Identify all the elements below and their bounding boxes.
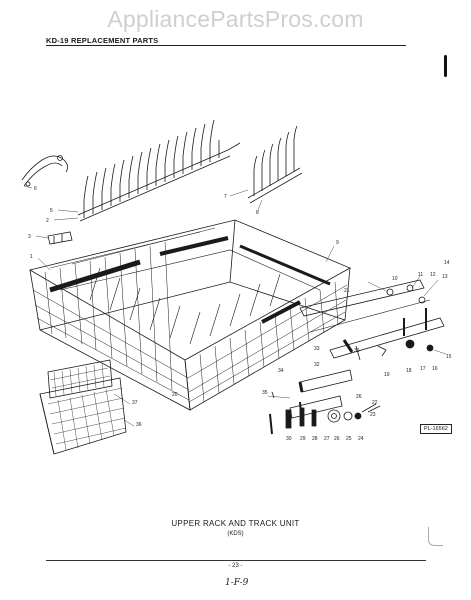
callout-9: 9 — [336, 240, 339, 246]
handwritten-note: 1-F-9 — [225, 578, 249, 588]
callout-35: 35 — [262, 390, 268, 396]
callout-10: 10 — [392, 276, 398, 282]
callout-36: 36 — [136, 422, 142, 428]
callout-3: 3 — [28, 234, 31, 240]
callout-7: 7 — [224, 194, 227, 200]
callout-26: 26 — [356, 394, 362, 400]
callout-14: 14 — [444, 260, 450, 266]
callout-23: 23 — [370, 412, 376, 418]
callout-19: 19 — [384, 372, 390, 378]
callout-30: 30 — [286, 436, 292, 442]
part-short-tine-row-shape — [247, 125, 303, 204]
callout-24: 24 — [358, 436, 364, 442]
callout-29: 29 — [300, 436, 306, 442]
watermark: AppliancePartsPros.com — [107, 6, 364, 32]
rack-basket-shape — [28, 219, 351, 411]
callout-8: 8 — [256, 210, 259, 216]
callout-17: 17 — [420, 366, 426, 372]
callout-33: 33 — [314, 346, 320, 352]
callout-main: 1 — [30, 254, 33, 260]
callout-34: 34 — [278, 368, 284, 374]
callout-12: 12 — [430, 272, 436, 278]
hardware-row-shape — [285, 403, 381, 429]
callout-11: 11 — [418, 272, 423, 278]
track-assembly-shape — [299, 279, 445, 361]
part-small-clip-shape — [47, 231, 73, 245]
silverware-basket-shape — [39, 359, 127, 455]
callout-28: 28 — [312, 436, 318, 442]
callout-20: 20 — [172, 392, 178, 398]
callout-labels: 6 5 2 3 1 7 8 9 14 10 11 12 13 15 16 17 … — [28, 186, 452, 442]
leader-lines — [23, 185, 447, 427]
callout-22: 22 — [372, 400, 378, 406]
callout-13: 13 — [442, 274, 448, 280]
page-number: - 23 - — [228, 563, 243, 569]
header-rule — [46, 45, 406, 46]
callout-18: 18 — [406, 368, 412, 374]
header-title: KD-19 REPLACEMENT PARTS — [46, 36, 159, 45]
callout-37: 37 — [132, 400, 138, 406]
footer-rule — [46, 560, 426, 561]
callout-26b: 26 — [334, 436, 340, 442]
part-long-tine-row-shape — [77, 119, 241, 222]
callout-21: 21 — [344, 288, 350, 294]
callout-32: 32 — [314, 362, 320, 368]
part-clip-shape — [21, 155, 68, 187]
slide-bar-shape — [269, 369, 353, 435]
corner-mark — [428, 527, 443, 546]
callout-15: 15 — [446, 354, 452, 360]
diagram-caption: UPPER RACK AND TRACK UNIT — [171, 519, 300, 528]
diagram-subcaption: (KDS) — [227, 531, 244, 537]
callout-31: 31 — [354, 348, 360, 354]
reference-code-box: PL-16562 — [420, 424, 452, 434]
margin-mark — [444, 55, 447, 77]
callout-16: 16 — [432, 366, 438, 372]
callout-25: 25 — [346, 436, 352, 442]
callout-1: 6 — [34, 186, 37, 192]
callout-2: 2 — [46, 218, 49, 224]
callout-5: 5 — [50, 208, 53, 214]
callout-27: 27 — [324, 436, 330, 442]
